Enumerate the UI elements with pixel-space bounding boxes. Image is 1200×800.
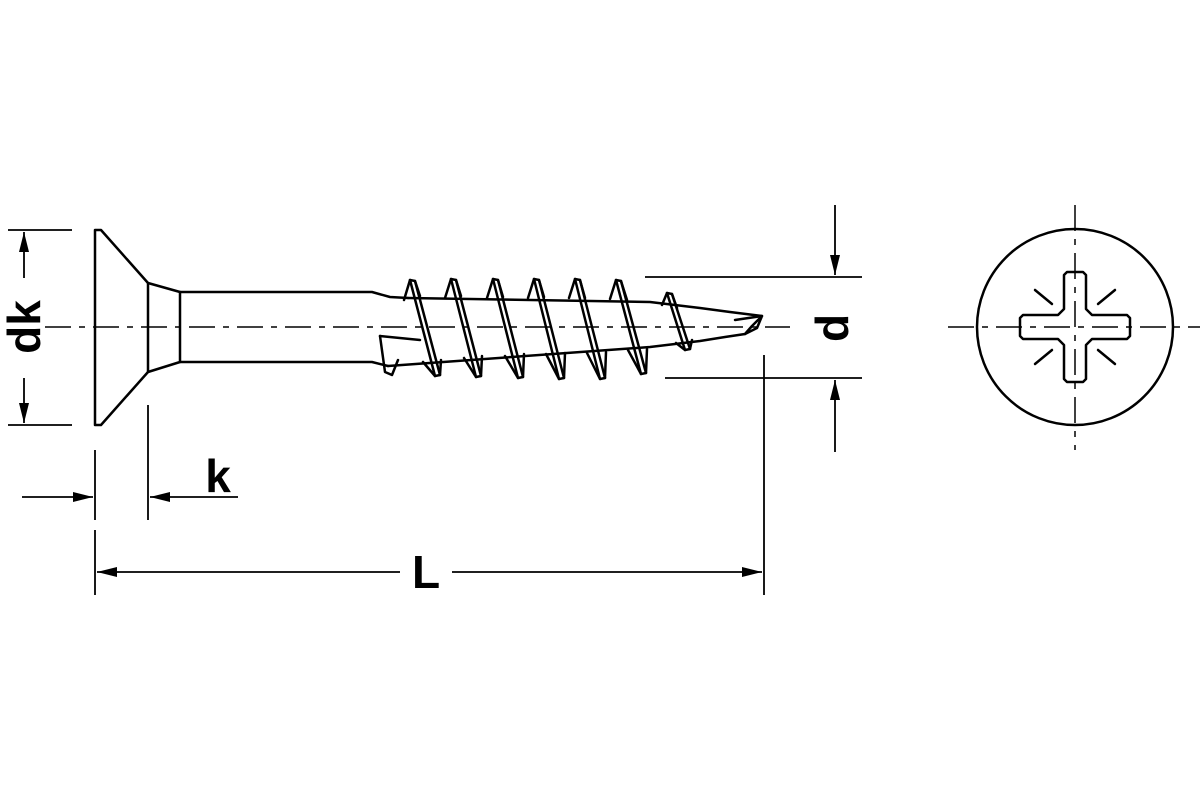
screw-tip [733,314,764,336]
thread-crests-top [402,277,679,310]
pozidriv-cross-icon [1018,270,1132,384]
screw-shank [178,290,410,368]
dimension-dk [8,229,72,426]
L-label: L [412,546,440,598]
dk-label: dk [0,300,50,354]
thread-crests-bottom [378,334,694,381]
pozidriv-ticks [1033,288,1117,366]
thread-core [386,296,764,368]
d-label: d [806,314,858,342]
k-label: k [205,450,231,502]
screw-side-view [93,228,764,427]
dimension-k [22,405,238,520]
dimension-d [645,205,862,452]
dimension-L [94,355,765,595]
screw-head-end-view [948,205,1200,450]
